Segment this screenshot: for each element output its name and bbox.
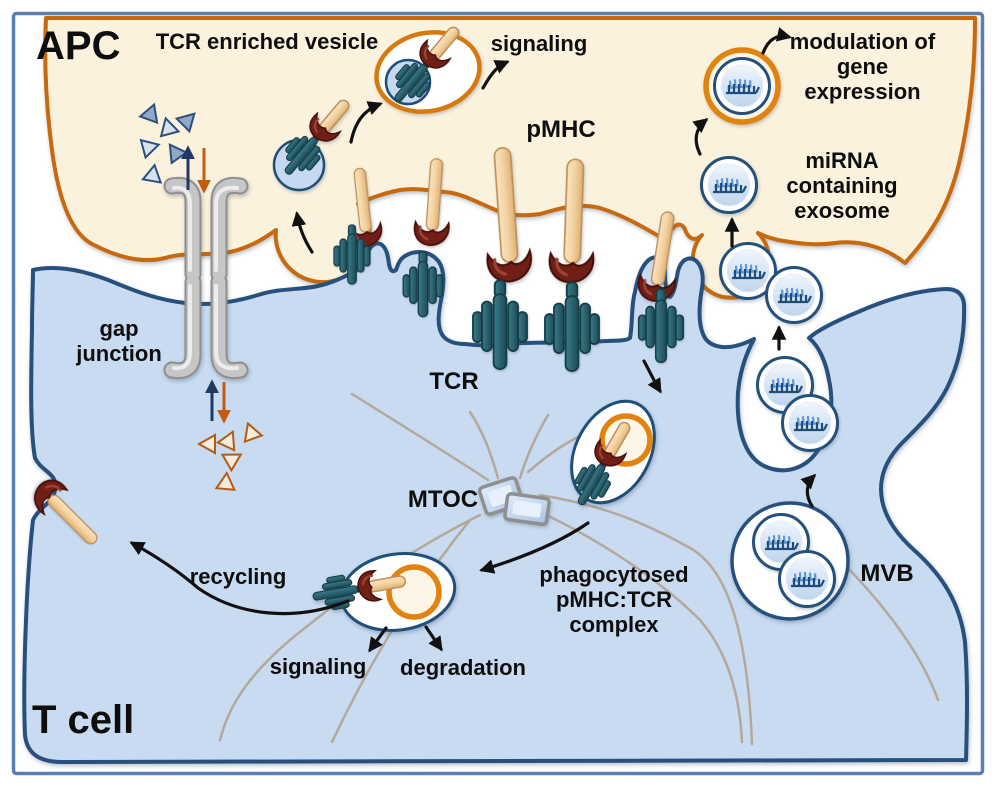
arrow-phagocytosis-down (642, 359, 662, 394)
pmhc-molecule (412, 158, 451, 248)
exosome-pathway (702, 47, 850, 621)
label-signaling-top: signaling (490, 31, 588, 56)
exosome (767, 268, 822, 323)
label-pmhc: pMHC (526, 116, 596, 143)
arrow-modulation (761, 27, 792, 55)
arrow-mvb-to-membrane (800, 473, 817, 508)
exosome (702, 158, 757, 213)
pmhc-molecules (347, 146, 678, 306)
arrow-recycling (129, 541, 350, 616)
label-line: phagocytosed (539, 562, 689, 587)
microtubules (218, 392, 940, 746)
arrow-degradation (424, 625, 443, 652)
label-tcr-enriched-vesicle: TCR enriched vesicle (155, 29, 379, 54)
label-mvb: MVB (860, 560, 914, 587)
pmhc-molecule (547, 158, 596, 285)
label-line: containing (786, 173, 898, 198)
label-phagocytosed-complex: phagocytosed pMHC:TCR complex (532, 562, 696, 637)
recycled-pmhc (26, 472, 98, 545)
label-line: junction (76, 341, 162, 366)
label-mtoc: MTOC (407, 486, 479, 513)
label-modulation-gene-expression: modulation of gene expression (780, 29, 945, 104)
exosome (783, 396, 838, 451)
label-line: expression (804, 79, 921, 104)
tcr-enriched-vesicle-forming (272, 91, 359, 192)
arrow-exosome-internalized (692, 118, 709, 156)
pmhc-molecule (634, 211, 678, 306)
label-mirna-exosome: miRNA containing exosome (772, 148, 912, 223)
tcell-label: T cell (32, 698, 135, 742)
exosome-in-apc (703, 47, 781, 125)
arrow-vesicle-release (349, 101, 383, 144)
label-line: miRNA (805, 148, 879, 173)
exosome (780, 552, 835, 607)
gap-junction-arrows-tcell (205, 379, 231, 424)
phagocytosed-complex-vesicle (555, 399, 656, 517)
pmhc-molecule (347, 167, 385, 250)
gap-junction-arrows-apc (181, 145, 211, 194)
arrow-membrane-up (291, 211, 314, 254)
arrow-signaling-bottom (368, 626, 388, 653)
label-gap-junction: gap junction (58, 316, 180, 366)
label-line: gene (836, 54, 889, 79)
label-degradation: degradation (400, 655, 526, 680)
label-line: complex (569, 612, 659, 637)
label-line: pMHC:TCR (555, 587, 673, 612)
label-signaling-bottom: signaling (269, 654, 367, 679)
arrow-signaling-top (481, 60, 510, 90)
label-tcr: TCR (429, 368, 479, 395)
apc-cell-label: APC (36, 24, 121, 68)
label-recycling: recycling (189, 564, 287, 589)
label-line: modulation of (789, 29, 936, 54)
tcr-enriched-vesicle-free (374, 18, 482, 114)
pmhc-molecule (485, 146, 535, 285)
figure-border (11, 11, 985, 776)
label-line: exosome (794, 198, 890, 223)
mtoc-body (477, 476, 551, 527)
recycling-vesicle (310, 552, 457, 632)
arrow-to-recycling-vesicle (479, 521, 590, 574)
label-line: gap (99, 316, 139, 341)
process-arrows (129, 27, 817, 653)
